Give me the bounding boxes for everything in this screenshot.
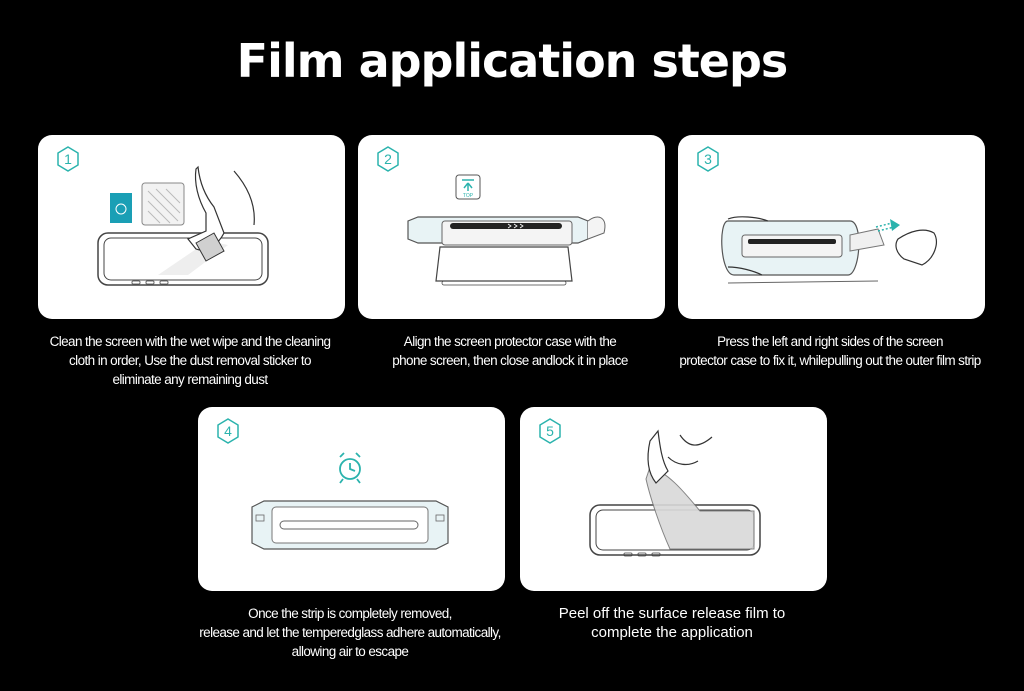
pull-arrow-icon <box>875 219 900 232</box>
step-2-card: 2 TOP <box>358 135 665 319</box>
step-number-badge: 3 <box>697 146 719 172</box>
phone-icon <box>97 232 269 286</box>
wet-wipe-icon <box>110 193 132 223</box>
dust-sticker-icon <box>141 182 185 226</box>
svg-text:2: 2 <box>384 151 392 167</box>
protector-case-icon <box>407 216 606 246</box>
step-1-caption: Clean the screen with the wet wipe and t… <box>49 334 331 387</box>
step-2-caption: Align the screen protector case with the… <box>392 334 628 368</box>
step-5-card: 5 <box>520 407 827 591</box>
step-5-caption: Peel off the surface release film to com… <box>558 605 786 641</box>
svg-text:1: 1 <box>64 151 72 167</box>
step-4-caption: Once the strip is completely removed, re… <box>199 606 501 659</box>
hand-icon <box>647 429 713 484</box>
top-arrow-icon: TOP <box>455 174 481 200</box>
svg-text:4: 4 <box>224 423 232 439</box>
hand-icon <box>727 216 937 276</box>
step-number-badge: 2 <box>377 146 399 172</box>
hand-icon <box>187 165 255 262</box>
protector-case-icon <box>251 500 449 550</box>
step-3-caption: Press the left and right sides of the sc… <box>679 334 981 368</box>
page-title: Film application steps <box>236 34 789 88</box>
step-number-badge: 4 <box>217 418 239 444</box>
alarm-clock-icon <box>339 452 361 484</box>
step-number-badge: 5 <box>539 418 561 444</box>
protector-case-icon <box>721 220 885 284</box>
svg-text:5: 5 <box>546 423 554 439</box>
release-film-icon <box>645 466 755 550</box>
svg-text:TOP: TOP <box>463 193 474 199</box>
phone-icon <box>435 246 573 286</box>
step-3-card: 3 <box>678 135 985 319</box>
step-number-badge: 1 <box>57 146 79 172</box>
svg-text:3: 3 <box>704 151 712 167</box>
step-1-card: 1 <box>38 135 345 319</box>
step-4-card: 4 <box>198 407 505 591</box>
